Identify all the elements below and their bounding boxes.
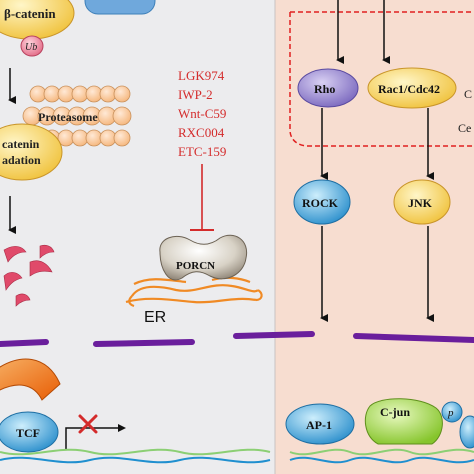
blocked-cross-icon bbox=[78, 414, 98, 434]
side-label-line1: C bbox=[464, 87, 472, 101]
side-label-line2: Ce bbox=[458, 121, 471, 135]
tcf-node bbox=[0, 411, 59, 453]
rho-label: Rho bbox=[314, 82, 335, 96]
adjacent-factor-node bbox=[459, 415, 474, 449]
inhibitor-2: IWP-2 bbox=[178, 87, 213, 102]
nuclear-membrane bbox=[0, 331, 474, 347]
degradation-label-line2: adation bbox=[2, 153, 41, 167]
pcp-dashed-box bbox=[289, 12, 474, 147]
degraded-fragments-icon bbox=[3, 244, 55, 307]
degradation-node bbox=[0, 123, 63, 181]
inhibitor-1: LGK974 bbox=[178, 68, 225, 83]
porcn-label: PORCN bbox=[176, 260, 215, 272]
proteasome-label: Proteasome bbox=[38, 110, 98, 124]
degradation-label-line1: catenin bbox=[2, 137, 40, 151]
phospho-node bbox=[441, 401, 463, 423]
ubiquitin-label: Ub bbox=[25, 42, 37, 53]
beta-catenin-nuclear-arc bbox=[0, 358, 61, 401]
rock-node bbox=[293, 179, 351, 225]
phospho-label: p bbox=[447, 407, 454, 419]
jnk-label: JNK bbox=[408, 196, 433, 210]
inhibitor-3: Wnt-C59 bbox=[178, 106, 226, 121]
dna-left-icon bbox=[0, 448, 271, 464]
ubiquitin-node bbox=[20, 35, 44, 57]
jnk-node bbox=[393, 179, 451, 225]
rac-cdc42-label: Rac1/Cdc42 bbox=[378, 82, 440, 96]
ap1-node bbox=[285, 403, 355, 445]
destruction-complex-node bbox=[84, 0, 156, 15]
er-label: ER bbox=[144, 309, 166, 326]
cjun-label: C-jun bbox=[380, 405, 410, 419]
porcn-node bbox=[159, 234, 248, 281]
inhibitor-5: ETC-159 bbox=[178, 144, 226, 159]
rac-cdc42-node bbox=[367, 67, 457, 109]
rock-label: ROCK bbox=[302, 196, 339, 210]
proteasome-icon bbox=[22, 85, 132, 147]
beta-catenin-label: β-catenin bbox=[4, 6, 56, 21]
er-membrane-icon bbox=[125, 276, 263, 308]
tcf-label: TCF bbox=[16, 426, 40, 440]
dna-right-icon bbox=[289, 448, 474, 464]
cjun-node bbox=[364, 398, 443, 445]
rho-node bbox=[297, 68, 359, 108]
blocked-transcription-arrow bbox=[65, 427, 118, 450]
inhibitor-4: RXC004 bbox=[178, 125, 225, 140]
ap1-label: AP-1 bbox=[306, 418, 332, 432]
blocked-transcription-arrowhead bbox=[118, 424, 126, 432]
